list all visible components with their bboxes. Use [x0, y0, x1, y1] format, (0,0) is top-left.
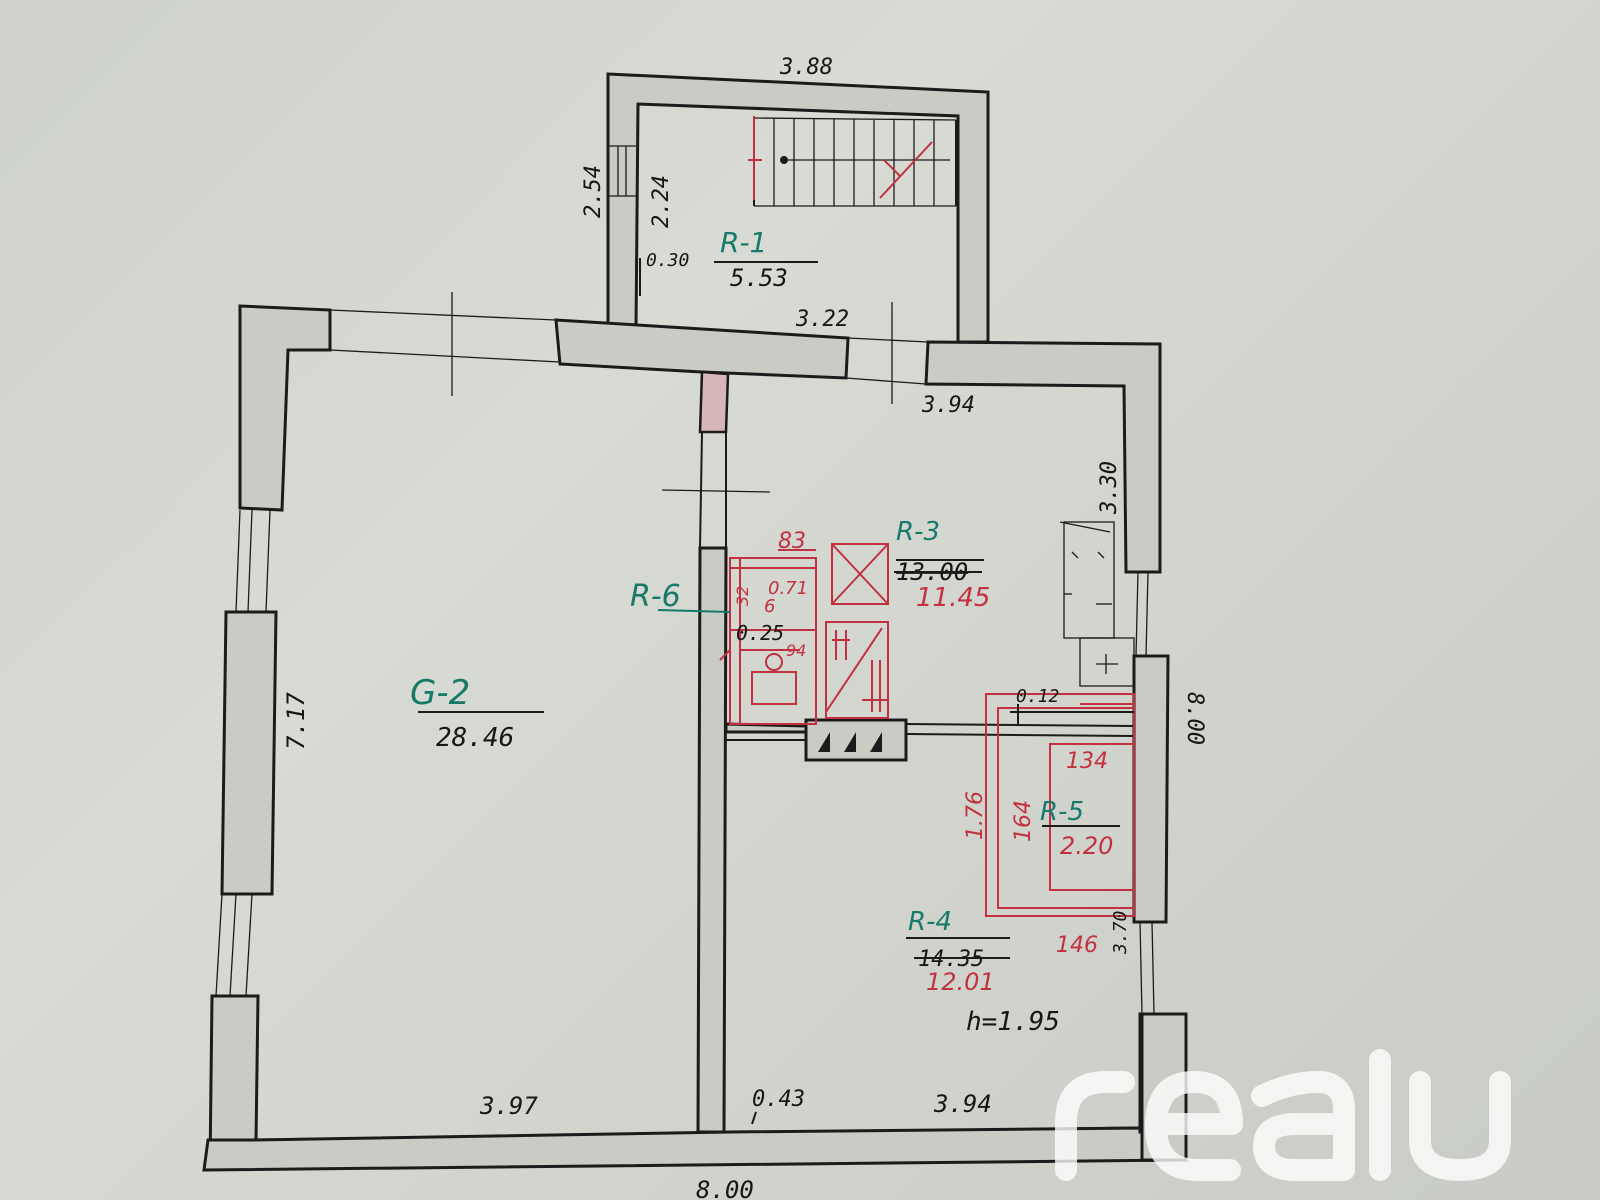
dim-red-164: 164 [1011, 800, 1036, 842]
dim-r5-012: 0.12 [1016, 686, 1059, 707]
room-g2-label: G-2 [410, 673, 470, 713]
amendment-r3-fixtures [825, 543, 889, 719]
amendment-r6 [719, 549, 817, 725]
amendment-r5 [985, 693, 1135, 917]
dim-red-94: 94 [786, 641, 806, 660]
room-g2-area: 28.46 [436, 723, 514, 753]
dim-top-388: 3.88 [779, 55, 833, 80]
top-wall-middle [554, 318, 850, 380]
outer-walls [202, 72, 1188, 1172]
top-wall-left [238, 304, 332, 512]
top-wall-right [924, 340, 1162, 574]
dim-red-176: 1.76 [963, 791, 988, 840]
room-r3-label: R-3 [896, 517, 940, 547]
dim-g2-397: 3.97 [479, 1092, 538, 1120]
realu-watermark-logo: realu [0, 0, 1500, 1170]
dim-inner-030: 0.30 [646, 250, 689, 271]
room-r5-area: 2.20 [1060, 832, 1113, 860]
left-wall-segment-a [220, 610, 278, 896]
label-underlines [418, 258, 1120, 1125]
partition-top-stub [698, 370, 730, 434]
room-r3-area-new: 11.45 [916, 583, 990, 613]
dim-r5-370: 3.70 [1110, 911, 1131, 955]
dim-red-134: 134 [1066, 749, 1108, 774]
dim-r4-394: 3.94 [933, 1090, 992, 1118]
partition-vertical-lower [696, 546, 728, 1134]
room-r4-height: h=1.95 [966, 1007, 1060, 1037]
room-r4-area-old: 14.35 [918, 947, 984, 972]
staircase [748, 116, 957, 207]
dim-left-254: 2.54 [581, 165, 606, 218]
dim-bottom-total: 8.00 [696, 1176, 754, 1200]
dim-stair-322: 3.22 [795, 307, 849, 332]
dim-g2-717: 7.17 [282, 692, 310, 750]
room-r6-area-bottom: 0.25 [736, 621, 784, 645]
window-openings [215, 145, 1155, 1015]
dim-right-330: 3.30 [1097, 461, 1122, 515]
room-r1-label: R-1 [720, 226, 767, 259]
dim-red-83: 83 [778, 529, 806, 554]
bottom-wall [202, 1126, 1188, 1172]
dim-red-32: 32 [733, 586, 752, 606]
dim-right-800: 8.00 [1182, 692, 1207, 745]
dim-r4-043: 0.43 [752, 1087, 805, 1112]
kitchen-fixtures [1059, 521, 1135, 687]
dim-r3-394: 3.94 [921, 393, 975, 418]
room-r1-area: 5.53 [730, 264, 788, 292]
room-r4-area-new: 12.01 [926, 968, 995, 996]
watermark-text: realu [0, 0, 3, 1]
room-r6-area-mid: 6 [764, 596, 775, 617]
room-r6-label: R-6 [630, 579, 681, 614]
room-r4-label: R-4 [908, 907, 952, 937]
room-r6-area-top: 0.71 [768, 578, 808, 599]
right-wall-lower [1132, 654, 1170, 924]
partitions [661, 370, 1135, 1134]
dim-inner-224: 2.24 [649, 175, 674, 228]
dim-red-146: 146 [1056, 933, 1098, 958]
partition-horizontal [724, 722, 808, 734]
room-r5-label: R-5 [1040, 797, 1084, 827]
